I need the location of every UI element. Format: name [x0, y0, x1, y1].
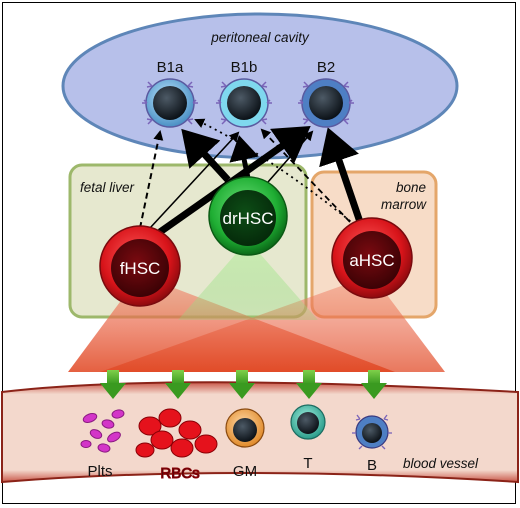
vessel-entry-arrows	[100, 370, 387, 399]
bone-marrow-label-line2: marrow	[381, 197, 427, 212]
arrow-ahsc-b2	[319, 127, 364, 224]
cell-b1a-label: B1a	[157, 59, 184, 76]
fhsc-cell: fHSC	[99, 225, 181, 307]
down-arrow-icon	[296, 370, 322, 399]
arrow-drhsc-b1b	[229, 135, 259, 179]
arrow-drhsc-b2	[267, 130, 314, 183]
platelets-label: Plts	[87, 463, 112, 480]
cell-b1b: B1b	[216, 59, 272, 128]
arrow-drhsc-b1a	[181, 128, 231, 183]
gm-cell: GM	[225, 408, 265, 480]
bone-marrow-label-line1: bone	[396, 180, 426, 195]
cell-b1b-label: B1b	[231, 59, 258, 76]
drhsc-cell: drHSC	[208, 176, 288, 256]
down-arrow-icon	[229, 370, 255, 399]
t-cell-label: T	[303, 455, 312, 472]
rbc-label: RBCs	[160, 465, 199, 482]
platelets: Plts	[80, 409, 125, 480]
drhsc-label: drHSC	[222, 209, 273, 228]
arrow-fhsc-b1a	[139, 130, 164, 229]
arrow-fhsc-b1b	[149, 131, 240, 229]
arrow-ahsc-b1b	[260, 128, 351, 223]
down-arrow-icon	[165, 370, 191, 399]
gm-label: GM	[233, 463, 257, 480]
fetal-liver-label: fetal liver	[80, 180, 135, 195]
ahsc-cell: aHSC	[331, 217, 413, 299]
peritoneal-cavity-label: peritoneal cavity	[210, 30, 310, 45]
cell-b2: B2	[298, 59, 354, 128]
t-cell: T	[290, 404, 326, 472]
cell-b1a: B1a	[142, 59, 198, 128]
figure-frame	[2, 2, 516, 504]
down-arrow-icon	[361, 370, 387, 399]
ahsc-label: aHSC	[349, 251, 394, 270]
arrow-ahsc-b1a	[194, 118, 356, 226]
b-cell-label: B	[367, 457, 377, 474]
down-arrow-icon	[100, 370, 126, 399]
blood-vessel-label: blood vessel	[403, 456, 479, 471]
red-blood-cells: RBCs	[135, 408, 218, 483]
cell-b2-label: B2	[317, 59, 335, 76]
fhsc-label: fHSC	[120, 259, 161, 278]
b-cell: B	[352, 414, 392, 474]
